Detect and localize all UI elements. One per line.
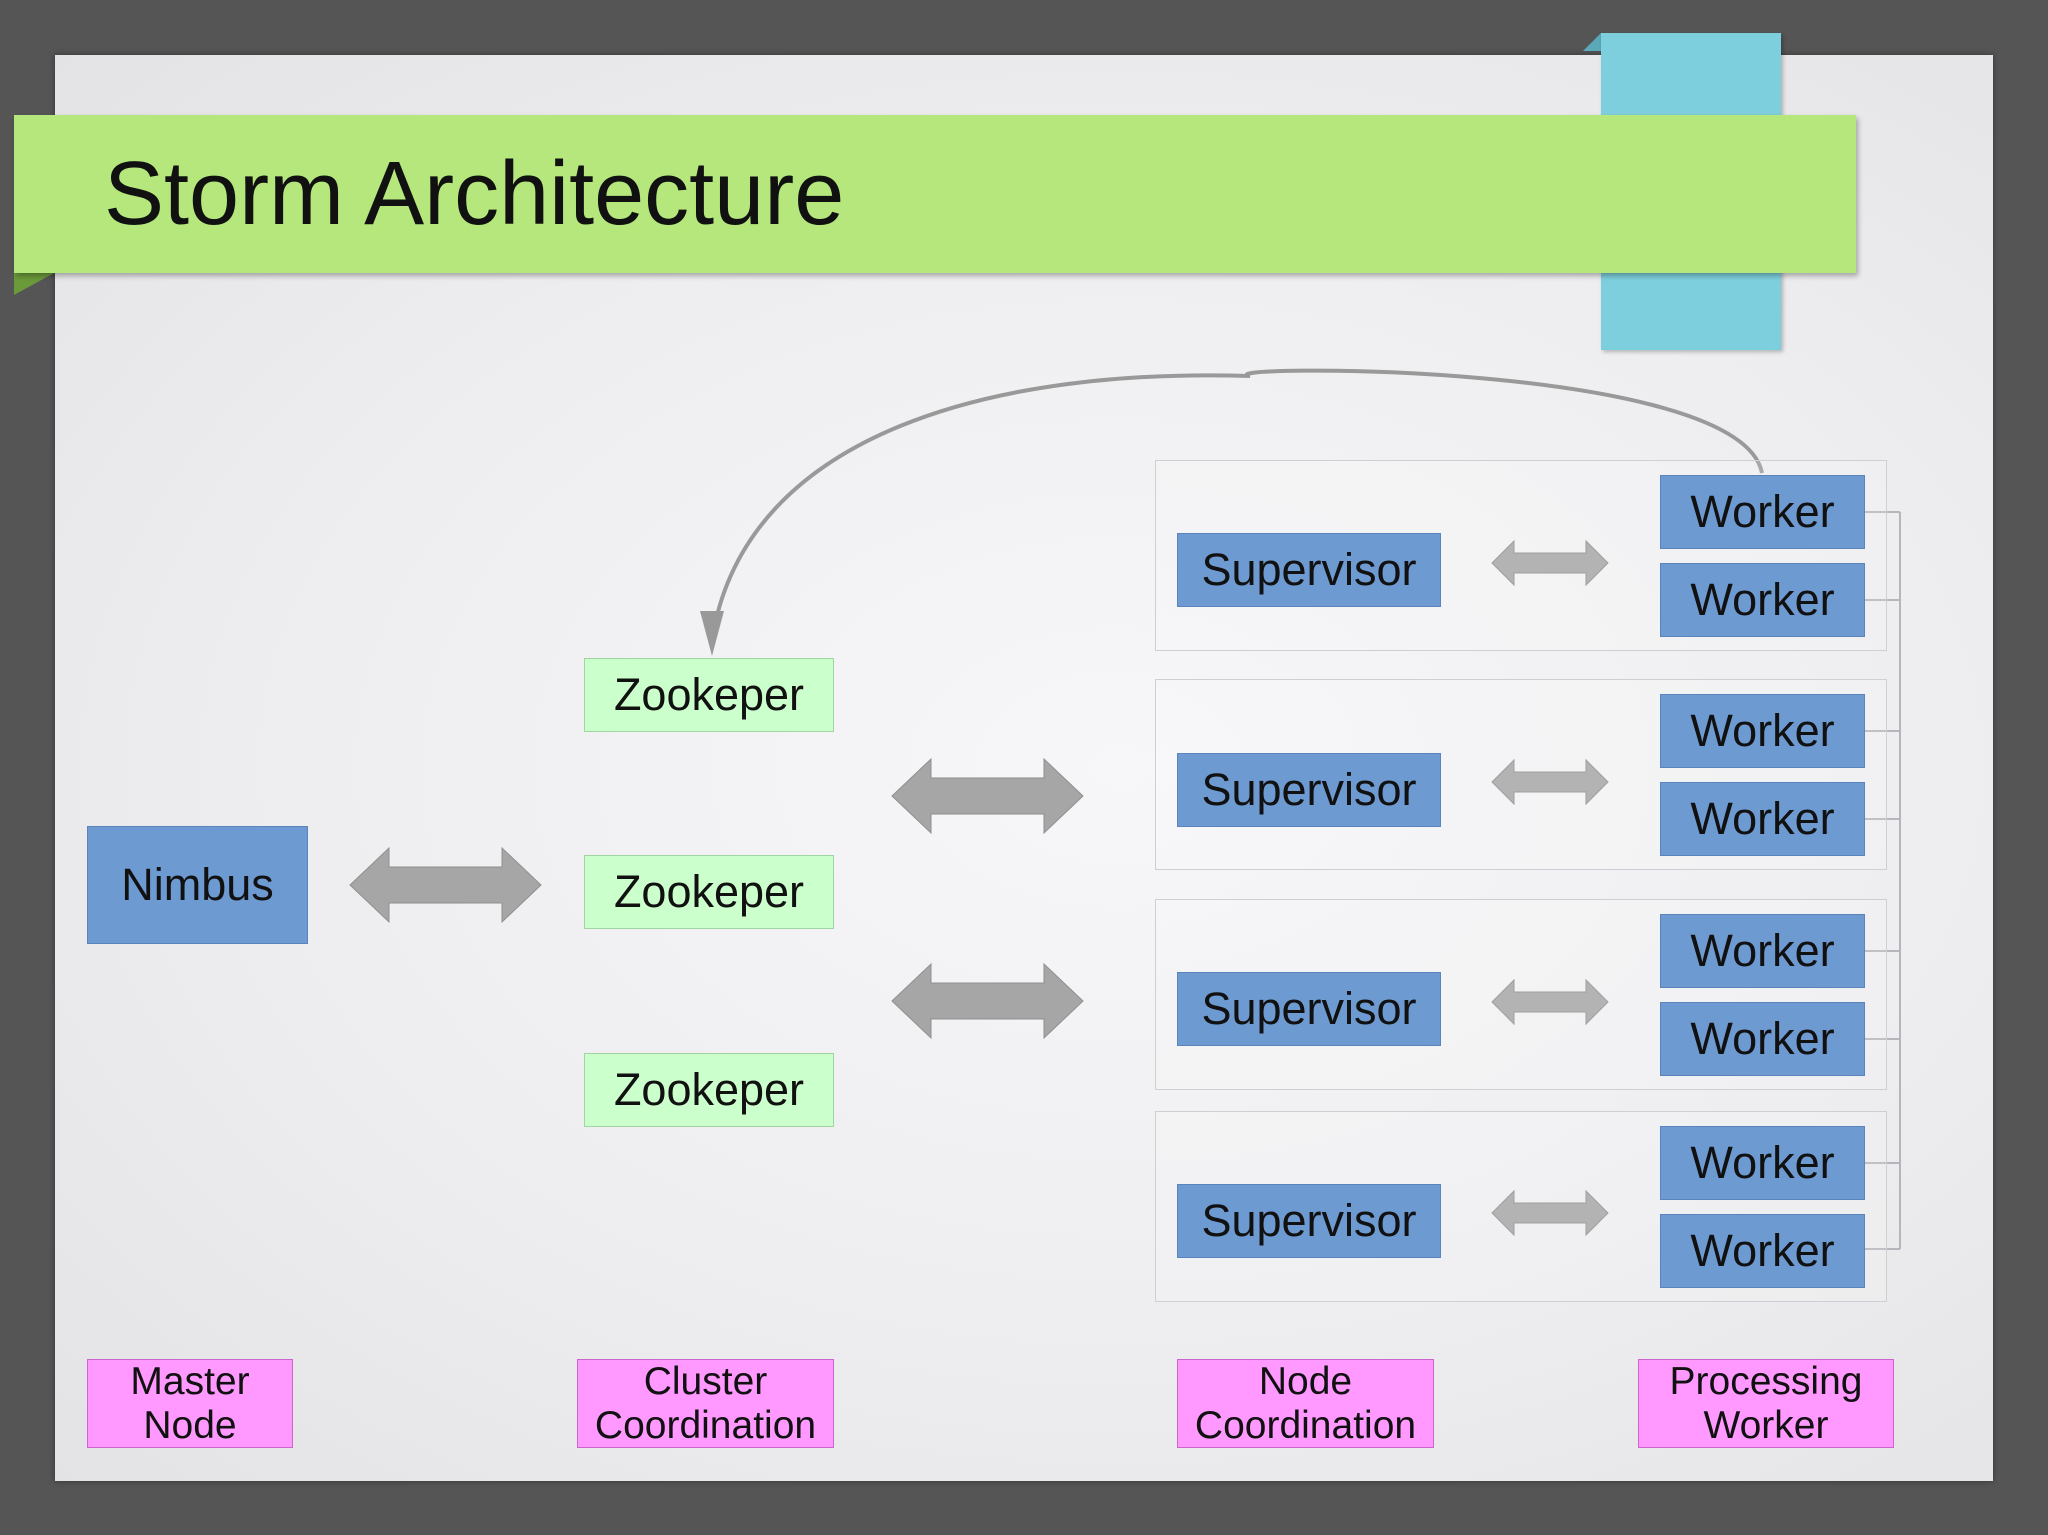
legend-line: Processing <box>1669 1359 1863 1403</box>
supervisor-worker-arrow-1 <box>1491 539 1609 587</box>
worker-box: Worker <box>1660 475 1865 549</box>
worker-box: Worker <box>1660 1002 1865 1076</box>
supervisor-box: Supervisor <box>1177 533 1441 607</box>
worker-box: Worker <box>1660 563 1865 637</box>
legend-line: Cluster <box>643 1359 768 1403</box>
legend-line: Master <box>130 1359 250 1403</box>
title-banner: Storm Architecture <box>14 115 1856 273</box>
supervisor-box: Supervisor <box>1177 1184 1441 1258</box>
supervisor-worker-arrow-4 <box>1491 1189 1609 1237</box>
nimbus-box: Nimbus <box>87 826 308 944</box>
worker-box: Worker <box>1660 694 1865 768</box>
legend-master-node: Master Node <box>87 1359 293 1448</box>
nimbus-zookeeper-arrow <box>349 846 542 924</box>
legend-line: Coordination <box>1194 1403 1417 1447</box>
legend-line: Worker <box>1703 1403 1829 1447</box>
worker-box: Worker <box>1660 914 1865 988</box>
worker-box: Worker <box>1660 1214 1865 1288</box>
worker-box: Worker <box>1660 782 1865 856</box>
cyan-tab-fold <box>1583 33 1601 51</box>
worker-box: Worker <box>1660 1126 1865 1200</box>
legend-line: Node <box>143 1403 237 1447</box>
supervisor-worker-arrow-2 <box>1491 758 1609 806</box>
legend-line: Coordination <box>594 1403 817 1447</box>
worker-bracket-lines <box>1864 511 1901 1250</box>
zookeeper-box: Zookeper <box>584 1053 834 1127</box>
supervisor-box: Supervisor <box>1177 972 1441 1046</box>
zookeeper-box: Zookeper <box>584 855 834 929</box>
supervisor-box: Supervisor <box>1177 753 1441 827</box>
zookeeper-supervisor-arrow-2 <box>891 962 1084 1040</box>
zookeeper-box: Zookeper <box>584 658 834 732</box>
legend-cluster-coordination: Cluster Coordination <box>577 1359 834 1448</box>
page-title: Storm Architecture <box>104 144 845 244</box>
legend-line: Node <box>1258 1359 1353 1403</box>
supervisor-worker-arrow-3 <box>1491 978 1609 1026</box>
curve-arrowhead <box>700 611 724 656</box>
legend-node-coordination: Node Coordination <box>1177 1359 1434 1448</box>
legend-processing-worker: Processing Worker <box>1638 1359 1894 1448</box>
worker-to-zookeeper-curve <box>710 368 1764 641</box>
zookeeper-supervisor-arrow-1 <box>891 757 1084 835</box>
